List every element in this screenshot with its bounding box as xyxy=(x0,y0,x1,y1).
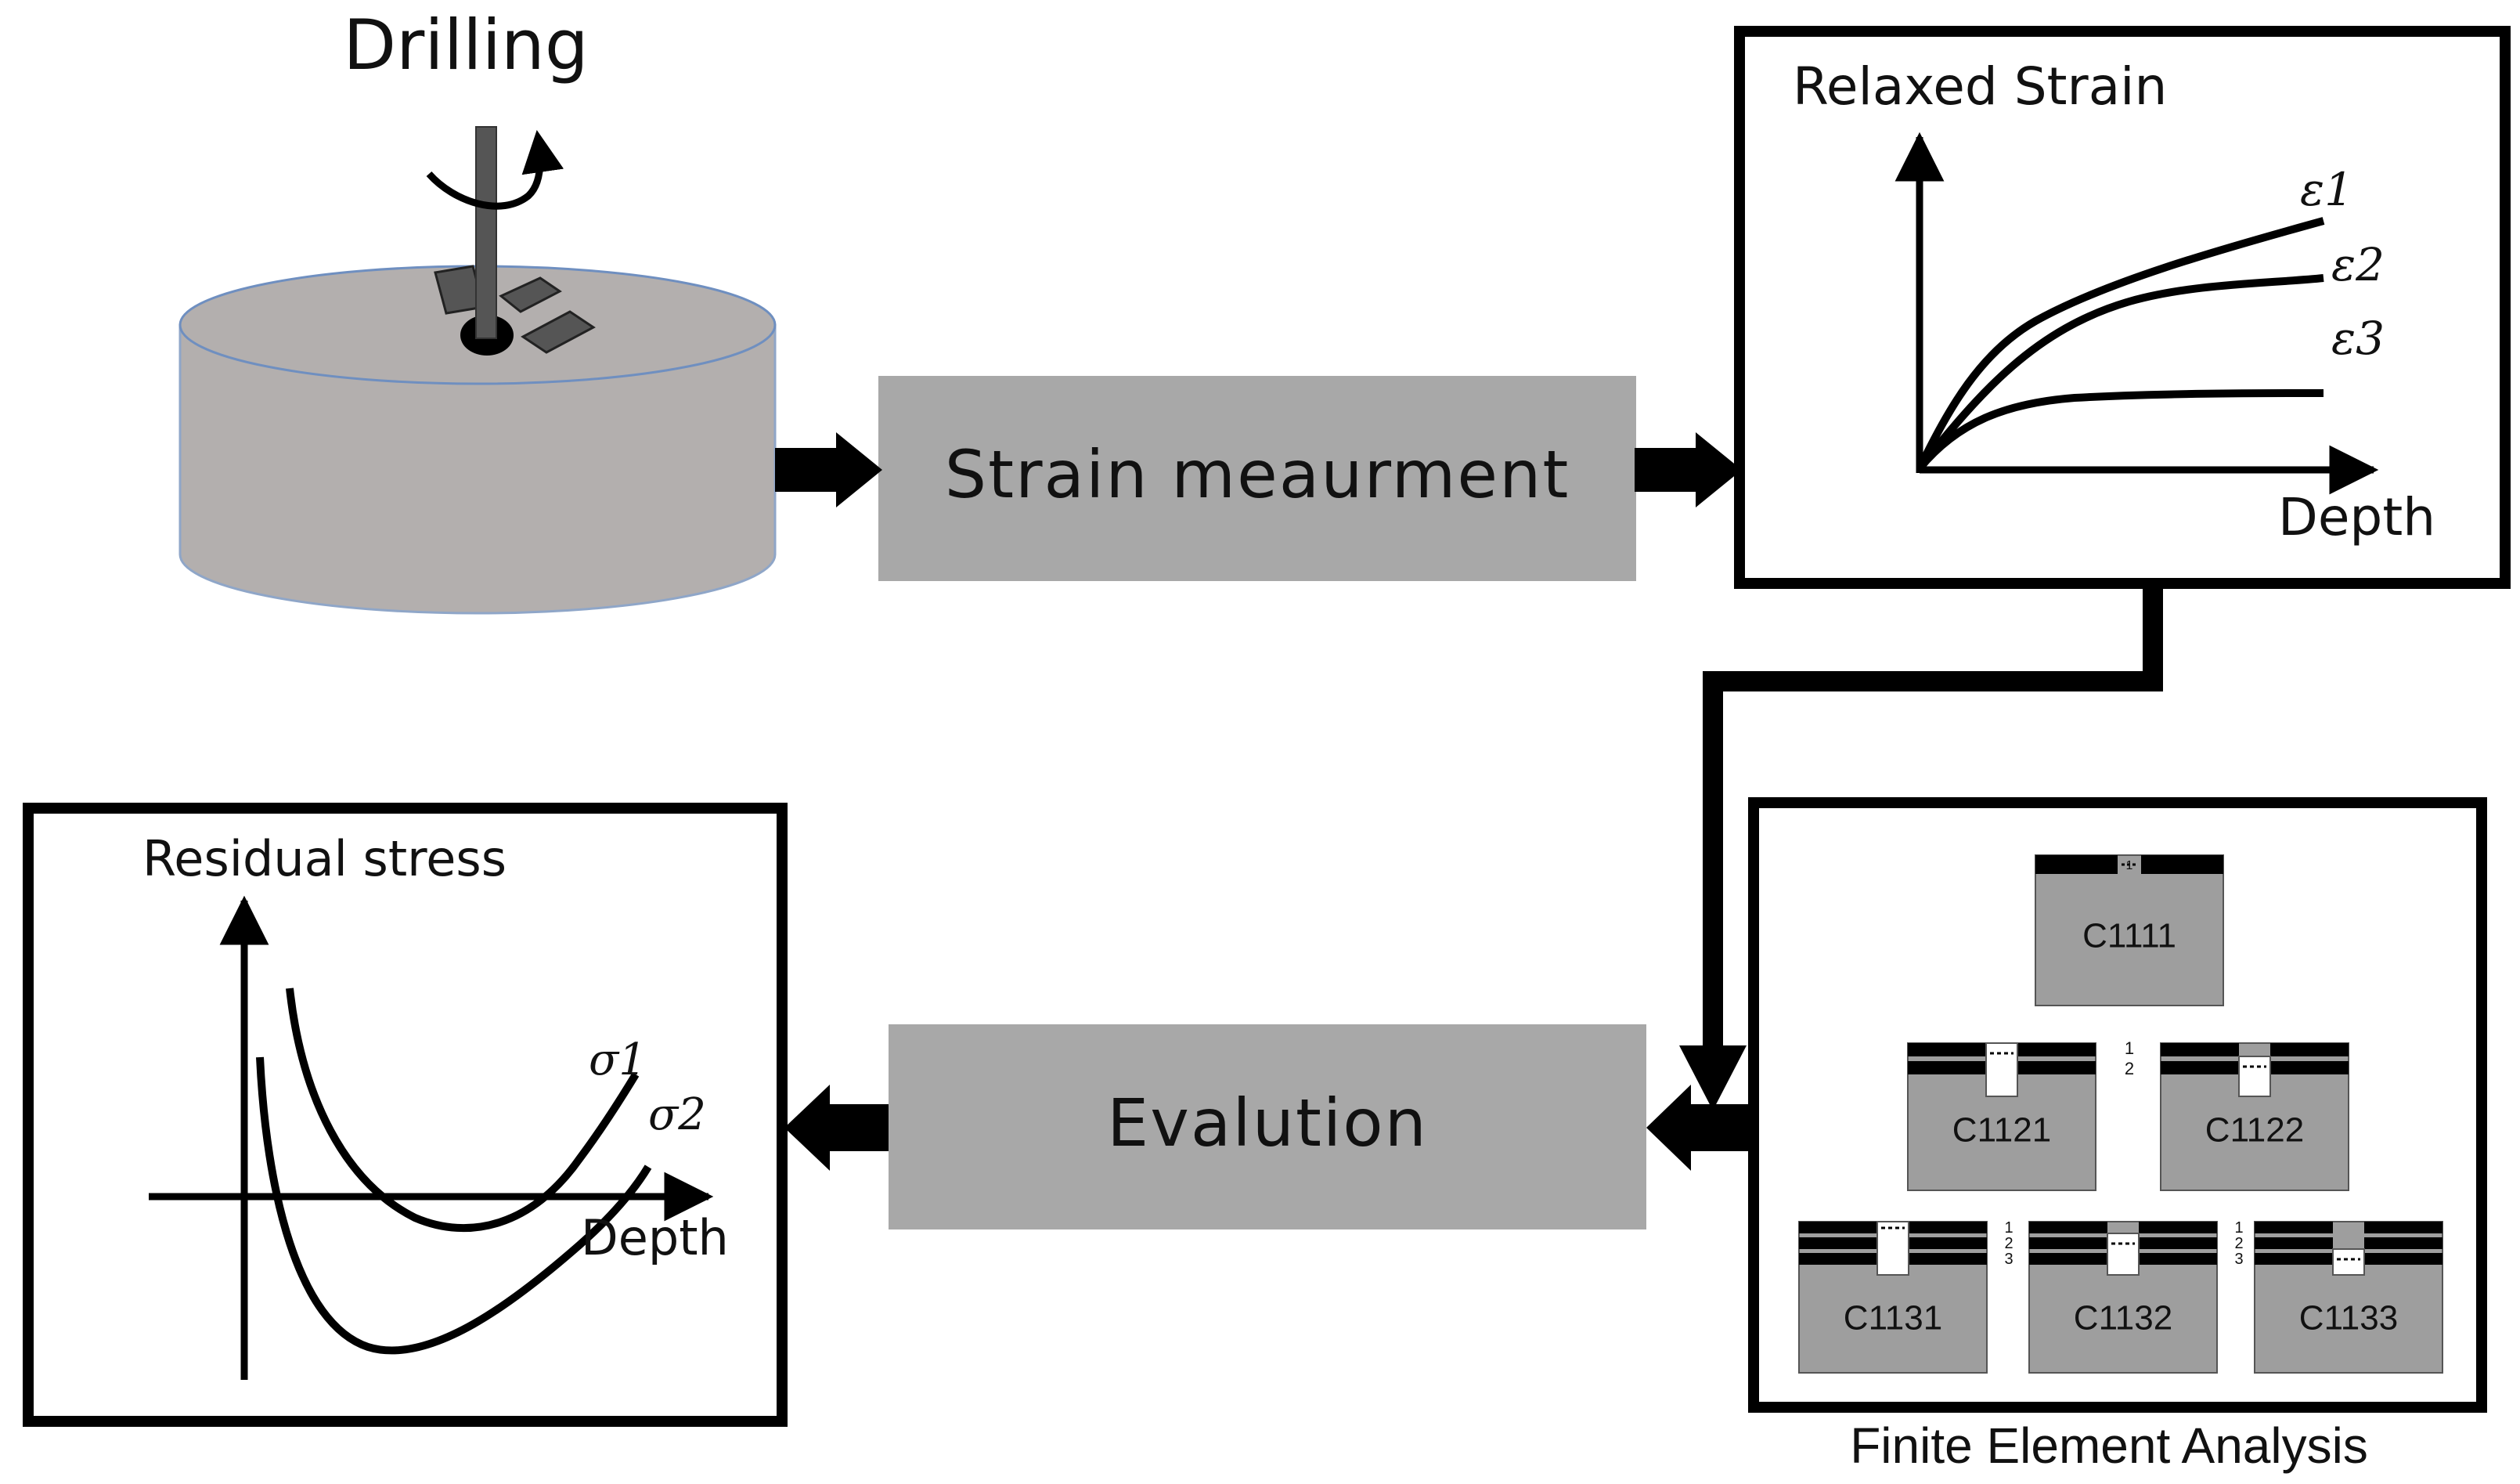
strain-label-e3: ε3 xyxy=(2331,312,2385,365)
fea-label-c1121: C1121 xyxy=(1952,1111,2051,1150)
fea-caption: Finite Element Analysis xyxy=(1850,1417,2368,1474)
residual-stress-title: Residual stress xyxy=(142,830,507,887)
fea-block-c1133: C1133 xyxy=(2254,1221,2443,1374)
arrow-down-to-evaluation-icon xyxy=(1679,1045,1747,1110)
residual-stress-plot: Residual stress σ1 σ2 Depth xyxy=(23,803,788,1427)
fea-block-c1121: C1121 xyxy=(1907,1042,2096,1191)
stress-label-s1: σ1 xyxy=(589,1034,647,1085)
arrow-strain-to-plot-icon xyxy=(1635,432,1742,507)
drill-bit xyxy=(475,126,497,339)
fea-label-c1111: C1111 xyxy=(2082,917,2176,955)
fea-layer-number-3b-3: 3 xyxy=(2234,1251,2243,1268)
fea-label-c1133: C1133 xyxy=(2299,1299,2398,1338)
fea-panel: 1 C1111 C1121 1 2 C1122 xyxy=(1748,797,2487,1474)
arrow-cylinder-to-strain-icon xyxy=(775,432,882,507)
strain-curve-e2 xyxy=(1916,274,2324,471)
flow-arrows xyxy=(775,432,2163,1171)
evaluation-box: Evalution xyxy=(889,1024,1646,1229)
relaxed-strain-title: Relaxed Strain xyxy=(1793,56,2167,117)
fea-label-c1131: C1131 xyxy=(1844,1299,1942,1338)
strain-gauge-upper-right xyxy=(499,276,562,313)
residual-stress-x-label: Depth xyxy=(581,1209,729,1266)
fea-layer-number-2a: 1 xyxy=(2125,1038,2134,1058)
connector-plot-to-evaluation xyxy=(1703,586,2163,1078)
fea-layer-number-3a-2: 2 xyxy=(2004,1235,2013,1252)
fea-layer-number-3b-1: 1 xyxy=(2234,1219,2243,1237)
fea-layer-number-3a-1: 1 xyxy=(2004,1219,2013,1237)
drilling-specimen: Drilling xyxy=(178,5,777,615)
strain-label-e2: ε2 xyxy=(2331,238,2385,291)
residual-stress-frame xyxy=(23,803,788,1427)
strain-measurement-label: Strain meaurment xyxy=(945,436,1570,513)
strain-measurement-box: Strain meaurment xyxy=(878,376,1636,581)
fea-layer-number-3a-3: 3 xyxy=(2004,1251,2013,1268)
evaluation-label: Evalution xyxy=(1107,1085,1428,1161)
fea-layer-number-2b: 2 xyxy=(2125,1059,2134,1078)
strain-label-e1: ε1 xyxy=(2300,163,2353,216)
rotation-arrow-icon xyxy=(426,129,564,210)
fea-block-c1111: 1 C1111 xyxy=(2035,854,2224,1006)
stress-curve-s2 xyxy=(256,1056,652,1355)
strain-gauge-lower-right xyxy=(521,310,596,354)
stress-curve-s1 xyxy=(286,988,640,1233)
fea-label-c1122: C1122 xyxy=(2205,1111,2304,1150)
strain-curve-e1 xyxy=(1916,217,2325,471)
fea-label-c1132: C1132 xyxy=(2074,1299,2172,1338)
fea-block-c1132: C1132 xyxy=(2028,1221,2218,1374)
stress-label-s2: σ2 xyxy=(648,1089,706,1140)
relaxed-strain-x-label: Depth xyxy=(2278,487,2435,547)
cylinder-body xyxy=(178,323,777,615)
fea-block-c1131: C1131 xyxy=(1798,1221,1988,1374)
strain-curve-e3 xyxy=(1916,389,2324,471)
relaxed-strain-plot: Relaxed Strain ε1 ε2 ε3 Depth xyxy=(1734,26,2511,589)
fea-block-c1122: C1122 xyxy=(2160,1042,2349,1191)
drilling-label: Drilling xyxy=(343,5,588,85)
fea-layer-marker: 1 xyxy=(2126,859,2133,872)
fea-layer-number-3b-2: 2 xyxy=(2234,1235,2243,1252)
arrow-fea-to-evaluation-icon xyxy=(1646,1085,1758,1171)
arrow-evaluation-to-residual-icon xyxy=(784,1085,889,1171)
